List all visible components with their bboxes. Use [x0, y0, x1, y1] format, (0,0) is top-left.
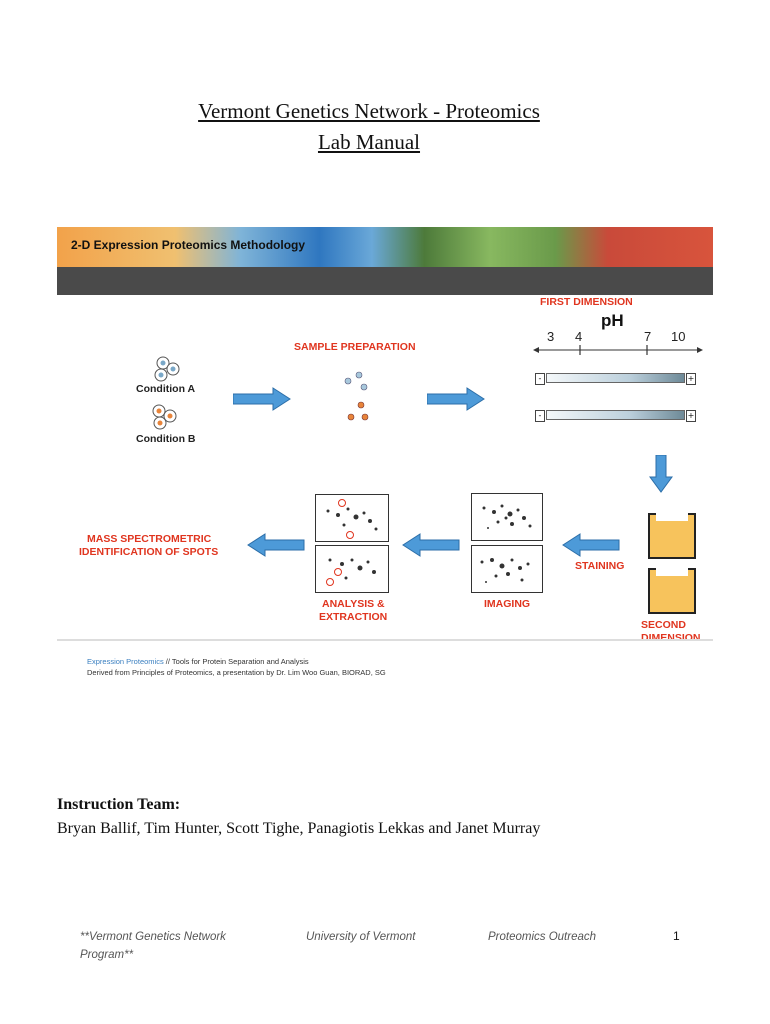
caption-line1: // Tools for Protein Separation and Anal… [163, 657, 309, 666]
caption-line2: Derived from Principles of Proteomics, a… [87, 668, 386, 677]
ipg-strip-top [546, 373, 685, 383]
second-dimension-label-line1: SECOND [641, 619, 686, 631]
arrow-left-icon [402, 533, 460, 557]
page-number: 1 [673, 929, 680, 943]
ipg-strip-bottom [546, 410, 685, 420]
analysis-gel-top [315, 494, 389, 542]
ph-tick-3: 3 [547, 329, 555, 344]
ph-tick-10: 10 [671, 329, 686, 344]
staining-label: STAINING [575, 560, 625, 572]
arrow-left-icon [562, 533, 620, 557]
figure-banner-bar [57, 267, 713, 295]
analysis-label-line2: EXTRACTION [319, 611, 388, 623]
methodology-figure: 2-D Expression Proteomics Methodology FI… [57, 227, 713, 705]
imaging-gel-top [471, 493, 543, 541]
arrow-left-icon [247, 533, 305, 557]
gel-tray-top [648, 513, 696, 559]
footer-program-line1: **Vermont Genetics Network [80, 931, 226, 943]
gel-spots-icon [482, 504, 532, 529]
analysis-label-line1: ANALYSIS & [322, 598, 385, 610]
strip-plus-terminal: + [686, 410, 696, 422]
ph-tick-7: 7 [644, 329, 652, 344]
cells-a-icon [154, 356, 180, 382]
second-dimension-label-line2: DIMENSION [641, 632, 701, 644]
arrow-right-icon [427, 387, 485, 411]
strip-minus-terminal: - [535, 373, 545, 385]
caption-brand: Expression Proteomics [87, 657, 164, 666]
document-subtitle: Lab Manual [317, 130, 421, 154]
arrow-right-icon [233, 387, 291, 411]
figure-banner-title: 2-D Expression Proteomics Methodology [71, 238, 306, 252]
arrow-down-icon [649, 455, 673, 493]
gel-tray-bottom [648, 568, 696, 614]
footer-outreach: Proteomics Outreach [488, 931, 597, 943]
mass-spec-label-line2: IDENTIFICATION OF SPOTS [79, 546, 219, 558]
strip-minus-terminal: - [535, 410, 545, 422]
imaging-label: IMAGING [484, 598, 531, 610]
gel-spots-icon [480, 558, 530, 583]
protein-sample-icon [344, 371, 369, 421]
instruction-team-members: Bryan Ballif, Tim Hunter, Scott Tighe, P… [57, 820, 541, 837]
figure-banner: 2-D Expression Proteomics Methodology [57, 227, 713, 267]
first-dimension-label: FIRST DIMENSION [540, 296, 633, 308]
figure-divider [57, 639, 713, 641]
footer-program-line2: Program** [80, 949, 134, 961]
ph-scale-icon [533, 345, 703, 355]
ph-tick-4: 4 [575, 329, 583, 344]
mass-spec-label-line1: MASS SPECTROMETRIC [87, 533, 212, 545]
ph-label: pH [601, 311, 624, 330]
gel-spots-highlighted-icon [326, 499, 378, 539]
figure-caption: Expression Proteomics // Tools for Prote… [87, 656, 386, 678]
strip-plus-terminal: + [686, 373, 696, 385]
title-block: Vermont Genetics Network - Proteomics La… [0, 96, 738, 158]
imaging-gel-bottom [471, 545, 543, 593]
cells-b-icon [152, 404, 177, 430]
analysis-gel-bottom [315, 545, 389, 593]
footer-program: **Vermont Genetics Network Program** [80, 928, 226, 964]
instruction-team-heading: Instruction Team: [57, 796, 181, 813]
document-title: Vermont Genetics Network - Proteomics [198, 99, 540, 123]
condition-b-label: Condition B [136, 433, 196, 445]
gel-spots-highlighted-icon [326, 558, 376, 586]
sample-preparation-label: SAMPLE PREPARATION [294, 341, 416, 353]
footer-university: University of Vermont [306, 931, 416, 943]
condition-a-label: Condition A [136, 383, 196, 395]
